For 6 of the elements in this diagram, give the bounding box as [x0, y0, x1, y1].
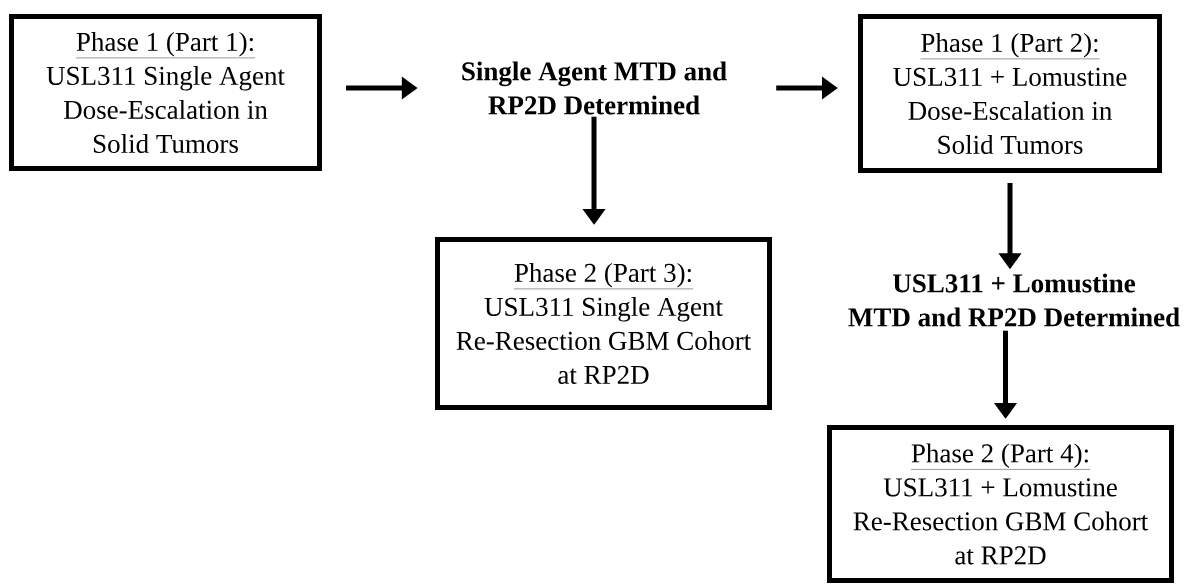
process-box: Phase 2 (Part 3): USL311 Single Agent Re-Resection GBM Cohort at RP2D	[435, 237, 772, 410]
process-box: Phase 2 (Part 4): USL311 + Lomustine Re-Resection GBM Cohort at RP2D	[827, 425, 1174, 583]
milestone-text: Single Agent MTD and RP2D Determined	[462, 61, 727, 115]
process-box: Phase 1 (Part 1): USL311 Single Agent Dose-Escalation in Solid Tumors	[9, 14, 322, 171]
process-box: Phase 1 (Part 2): USL311 + Lomustine Dose-Escalation in Solid Tumors	[858, 14, 1162, 173]
milestone-text: USL311 + Lomustine MTD and RP2D Determined	[848, 273, 1180, 327]
